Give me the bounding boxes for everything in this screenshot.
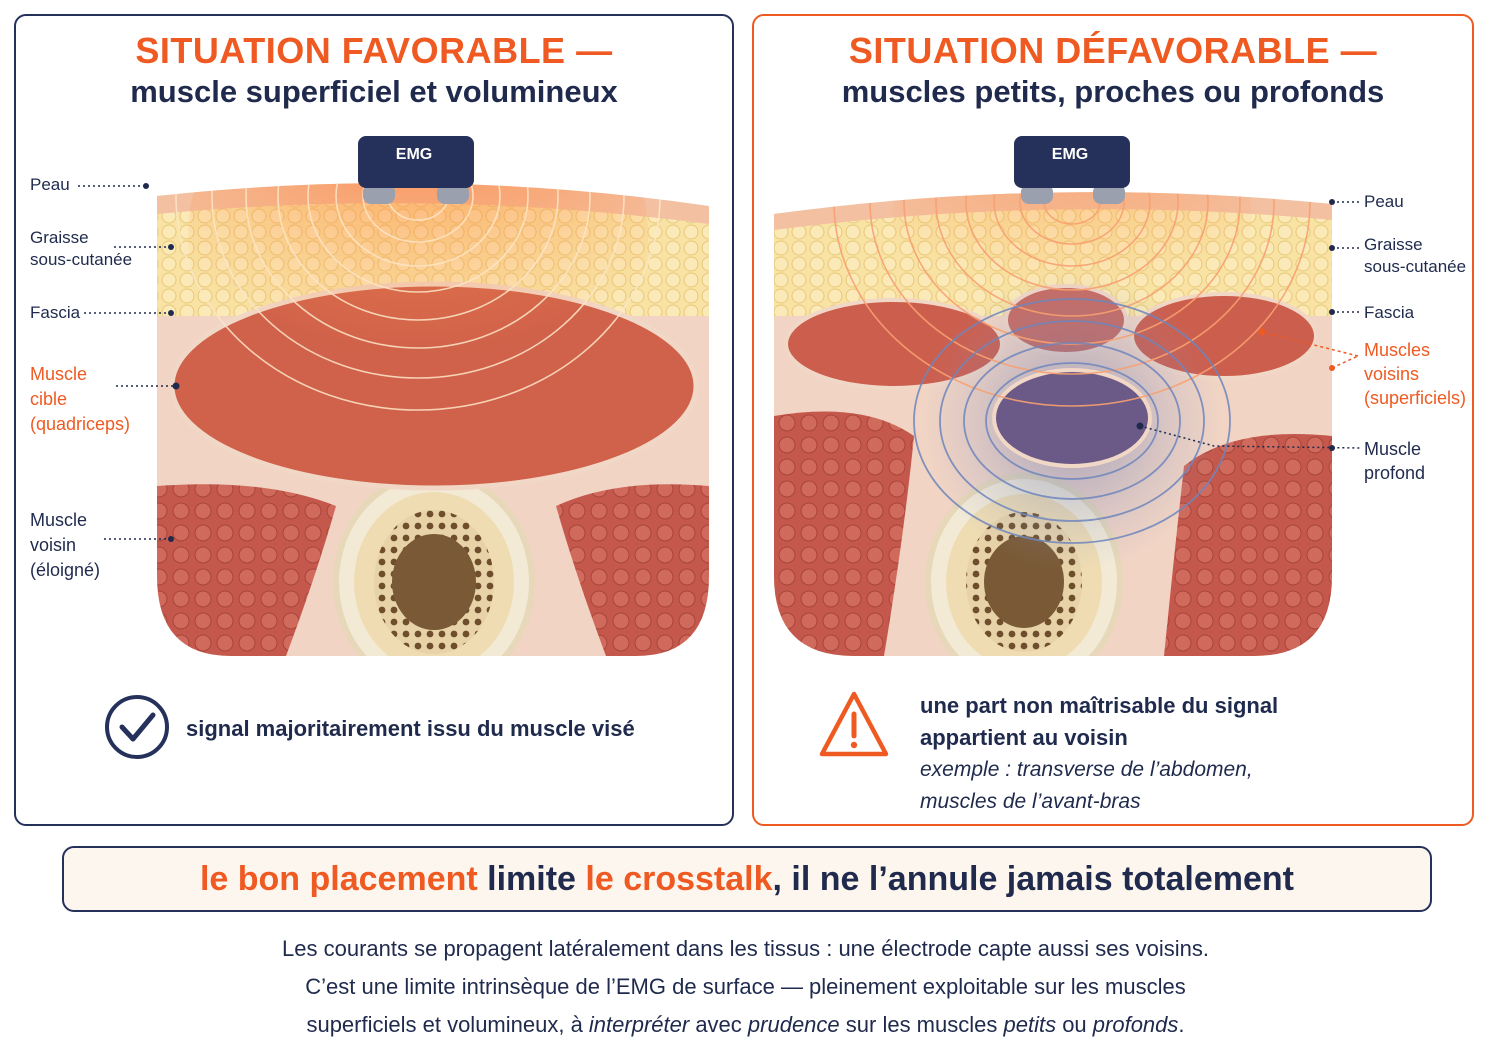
label-fascia-right: Fascia bbox=[1364, 303, 1415, 322]
footer-l3-h: profonds bbox=[1092, 1012, 1179, 1037]
footer-l3-d: prudence bbox=[747, 1012, 840, 1037]
footer-l3-f: petits bbox=[1003, 1012, 1057, 1037]
defavorable-verdict: une part non maîtrisable du signal appar… bbox=[920, 690, 1278, 818]
banner-part1: le bon placement bbox=[199, 860, 478, 898]
label-cible-line3: (quadriceps) bbox=[30, 414, 131, 434]
label-profond-line1: Muscle bbox=[1364, 439, 1422, 459]
banner-part3: le crosstalk bbox=[585, 860, 773, 898]
favorable-verdict: signal majoritairement issu du muscle vi… bbox=[186, 716, 635, 741]
example-line2: muscles de l’avant-bras bbox=[920, 790, 1141, 813]
label-cible-line1: Muscle bbox=[30, 364, 88, 384]
label-voisin-line3: (éloigné) bbox=[30, 560, 101, 580]
footer-line1: Les courants se propagent latéralement d… bbox=[282, 936, 1209, 961]
defavorable-title-line1: SITUATION DÉFAVORABLE — bbox=[848, 30, 1378, 71]
footer-l3-e: sur les muscles bbox=[839, 1012, 1004, 1037]
favorable-cross-section bbox=[78, 136, 709, 759]
footer-line3: superficiels et volumineux, à interpréte… bbox=[0, 1006, 1491, 1044]
label-muscles-voisins: Muscles voisins (superficiels) bbox=[1364, 338, 1466, 410]
footer-l3-c: avec bbox=[689, 1012, 748, 1037]
check-circle-icon bbox=[105, 695, 169, 759]
verdict-line1: une part non maîtrisable du signal bbox=[920, 693, 1279, 718]
label-voisin-line1: Muscle bbox=[30, 510, 88, 530]
label-graisse-line2: sous-cutanée bbox=[30, 250, 133, 269]
footer-l3-a: superficiels et volumineux, à bbox=[306, 1012, 589, 1037]
label-voisins-line2: voisins bbox=[1364, 364, 1420, 384]
label-graisse-right: Graisse sous-cutanée bbox=[1364, 234, 1466, 278]
footer-l3-g: ou bbox=[1056, 1012, 1093, 1037]
panel-favorable: SITUATION FAVORABLE — muscle superficiel… bbox=[14, 14, 734, 826]
label-muscle-cible: Muscle cible (quadriceps) bbox=[30, 362, 130, 437]
conclusion-banner: le bon placement limite le crosstalk, il… bbox=[62, 846, 1432, 912]
example-line1: exemple : transverse de l’abdomen, bbox=[920, 758, 1253, 781]
label-cible-line2: cible bbox=[30, 389, 68, 409]
label-graisse-left: Graisse sous-cutanée bbox=[30, 227, 132, 271]
verdict-line2: appartient au voisin bbox=[920, 725, 1128, 750]
favorable-title: SITUATION FAVORABLE — muscle superficiel… bbox=[16, 30, 732, 112]
label-fascia-left: Fascia bbox=[30, 303, 81, 322]
defavorable-cross-section bbox=[774, 136, 1361, 757]
footer-line2: C’est une limite intrinsèque de l’EMG de… bbox=[305, 974, 1186, 999]
label-peau-left: Peau bbox=[30, 175, 70, 194]
favorable-emg-label: EMG bbox=[395, 146, 433, 163]
footer-l3-b: interpréter bbox=[588, 1012, 690, 1037]
favorable-title-line2: muscle superficiel et volumineux bbox=[130, 74, 618, 109]
defavorable-title: SITUATION DÉFAVORABLE — muscles petits, … bbox=[754, 30, 1472, 112]
label-profond-line2: profond bbox=[1364, 463, 1426, 483]
banner-part4: , il ne l’annule jamais totalement bbox=[772, 860, 1295, 898]
label-graisse-right-line2: sous-cutanée bbox=[1364, 257, 1467, 276]
label-voisin-line2: voisin bbox=[30, 535, 77, 555]
defavorable-emg-sensor-icon bbox=[1014, 136, 1130, 204]
panel-defavorable: SITUATION DÉFAVORABLE — muscles petits, … bbox=[752, 14, 1474, 826]
warning-triangle-icon bbox=[819, 691, 889, 757]
label-peau-right: Peau bbox=[1364, 192, 1404, 211]
banner-part2: limite bbox=[477, 860, 586, 898]
defavorable-title-line2: muscles petits, proches ou profonds bbox=[841, 74, 1385, 109]
label-voisins-line3: (superficiels) bbox=[1364, 388, 1467, 408]
favorable-title-line1: SITUATION FAVORABLE — bbox=[135, 30, 613, 71]
footer-l3-i: . bbox=[1178, 1012, 1185, 1037]
footer-text: Les courants se propagent latéralement d… bbox=[0, 930, 1491, 1044]
defavorable-emg-label: EMG bbox=[1051, 146, 1089, 163]
favorable-emg-sensor-icon bbox=[358, 136, 474, 204]
label-graisse-line1: Graisse bbox=[30, 228, 89, 247]
label-muscle-profond: Muscle profond bbox=[1364, 437, 1425, 485]
label-voisins-line1: Muscles bbox=[1364, 340, 1431, 360]
label-muscle-voisin: Muscle voisin (éloigné) bbox=[30, 508, 100, 583]
label-graisse-right-line1: Graisse bbox=[1364, 235, 1423, 254]
